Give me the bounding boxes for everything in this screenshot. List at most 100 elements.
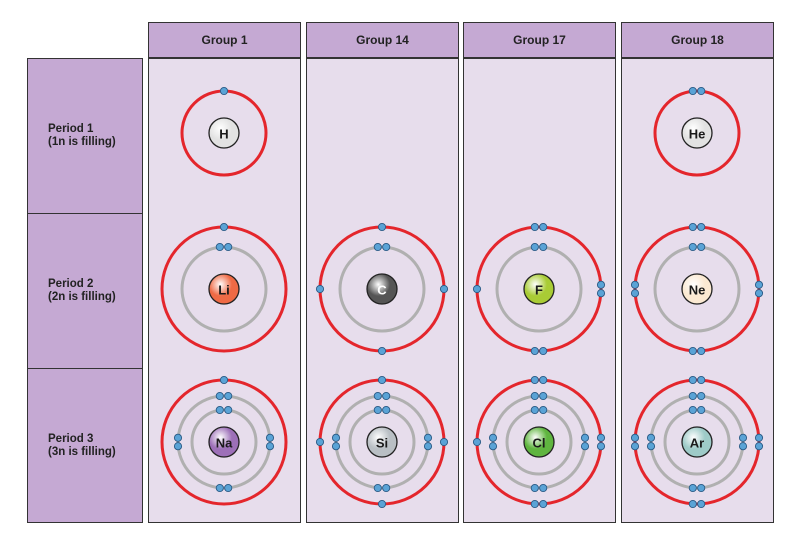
- nucleus: [523, 273, 555, 305]
- electron-shell-3: [754, 433, 764, 442]
- electron-shell-1: [224, 405, 233, 415]
- electron-shell-3: [377, 499, 387, 509]
- electron-shell-2: [697, 483, 706, 493]
- column-header-group-18: Group 18: [621, 22, 774, 58]
- electron-shell-2: [688, 391, 697, 401]
- electron-shell-1: [697, 242, 706, 252]
- atom-ne: Ne: [630, 222, 764, 356]
- row-header-period-3-label: Period 3 (3n is filling): [48, 432, 116, 458]
- inner-shell: [180, 245, 268, 333]
- electron-shell-2: [215, 391, 224, 401]
- electron-shell-1: [382, 242, 391, 252]
- electron-shell-2: [423, 433, 433, 442]
- electron-shell-3: [630, 433, 640, 442]
- electron-shell-2: [596, 289, 606, 298]
- electron-shell-2: [754, 289, 764, 298]
- inner-shell: [649, 394, 745, 490]
- inner-shell: [338, 245, 426, 333]
- electron-shell-3: [688, 375, 697, 385]
- inner-shell: [663, 408, 731, 476]
- electron-shell-2: [439, 284, 449, 294]
- electron-shell-3: [688, 499, 697, 509]
- electron-shell-2: [488, 433, 498, 442]
- electron-shell-3: [219, 375, 229, 385]
- electron-shell-1: [697, 86, 706, 96]
- nucleus: [208, 273, 240, 305]
- electron-shell-2: [488, 442, 498, 451]
- electron-shell-2: [530, 346, 539, 356]
- electron-shell-3: [439, 437, 449, 447]
- electron-shell-2: [530, 483, 539, 493]
- atom-na: Na: [160, 375, 288, 506]
- nucleus: [366, 426, 398, 458]
- row-header-period-1: Period 1 (1n is filling): [27, 58, 143, 214]
- electron-shell-1: [224, 242, 233, 252]
- electron-shell-2: [596, 280, 606, 289]
- element-symbol: H: [219, 127, 228, 142]
- electron-shell-2: [265, 442, 275, 451]
- electron-shell-2: [423, 442, 433, 451]
- electron-shell-1: [530, 242, 539, 252]
- electron-shell-1: [539, 242, 548, 252]
- electron-shell-2: [331, 442, 341, 451]
- nucleus: [681, 273, 713, 305]
- electron-shell-2: [315, 284, 325, 294]
- electron-shell-2: [472, 284, 482, 294]
- element-symbol: C: [377, 283, 387, 298]
- electron-shell-2: [580, 442, 590, 451]
- electron-shell-2: [580, 433, 590, 442]
- electron-shell-3: [539, 499, 548, 509]
- electron-shell-2: [738, 433, 748, 442]
- inner-shell: [176, 394, 272, 490]
- column-header-group-1: Group 1: [148, 22, 301, 58]
- electron-shell-2: [377, 346, 387, 356]
- electron-shell-1: [219, 86, 229, 96]
- electron-shell-3: [377, 375, 387, 385]
- electron-shell-2: [539, 391, 548, 401]
- electron-shell-2: [688, 222, 697, 232]
- row-header-period-3: Period 3 (3n is filling): [27, 368, 143, 523]
- electron-shell-2: [539, 346, 548, 356]
- inner-shell: [495, 245, 583, 333]
- column-header-group-17: Group 17: [463, 22, 616, 58]
- electron-shell-1: [373, 242, 382, 252]
- electron-shell-2: [688, 346, 697, 356]
- electron-shell-2: [224, 483, 233, 493]
- nucleus: [523, 426, 555, 458]
- atom-f: F: [472, 222, 606, 356]
- nucleus: [681, 117, 713, 149]
- atom-li: Li: [160, 222, 288, 353]
- electron-shell-2: [224, 391, 233, 401]
- electron-shell-2: [382, 483, 391, 493]
- electron-shell-1: [688, 405, 697, 415]
- electron-shell-1: [215, 242, 224, 252]
- electron-shell-1: [530, 405, 539, 415]
- electron-shell-2: [173, 433, 183, 442]
- inner-shell: [190, 408, 258, 476]
- electron-shell-2: [373, 483, 382, 493]
- electron-shell-3: [754, 442, 764, 451]
- electron-shell-2: [539, 483, 548, 493]
- atom-c: C: [315, 222, 449, 356]
- element-symbol: Ne: [689, 283, 706, 298]
- electron-shell-2: [530, 222, 539, 232]
- element-symbol: Ar: [690, 436, 704, 451]
- element-symbol: Li: [218, 283, 230, 298]
- electron-shell-2: [530, 391, 539, 401]
- nucleus: [208, 117, 240, 149]
- electron-shell-3: [697, 375, 706, 385]
- electron-shell-2: [173, 442, 183, 451]
- electron-shell-2: [646, 442, 656, 451]
- electron-shell-3: [539, 375, 548, 385]
- electron-shell-2: [646, 433, 656, 442]
- electron-shell-3: [315, 437, 325, 447]
- valence-shell: [633, 378, 761, 506]
- electron-shell-3: [596, 433, 606, 442]
- electron-shell-2: [697, 222, 706, 232]
- electron-shell-2: [331, 433, 341, 442]
- atom-he: He: [653, 86, 741, 177]
- atom-ar: Ar: [630, 375, 764, 509]
- electron-shell-1: [382, 405, 391, 415]
- atom-h: H: [180, 86, 268, 177]
